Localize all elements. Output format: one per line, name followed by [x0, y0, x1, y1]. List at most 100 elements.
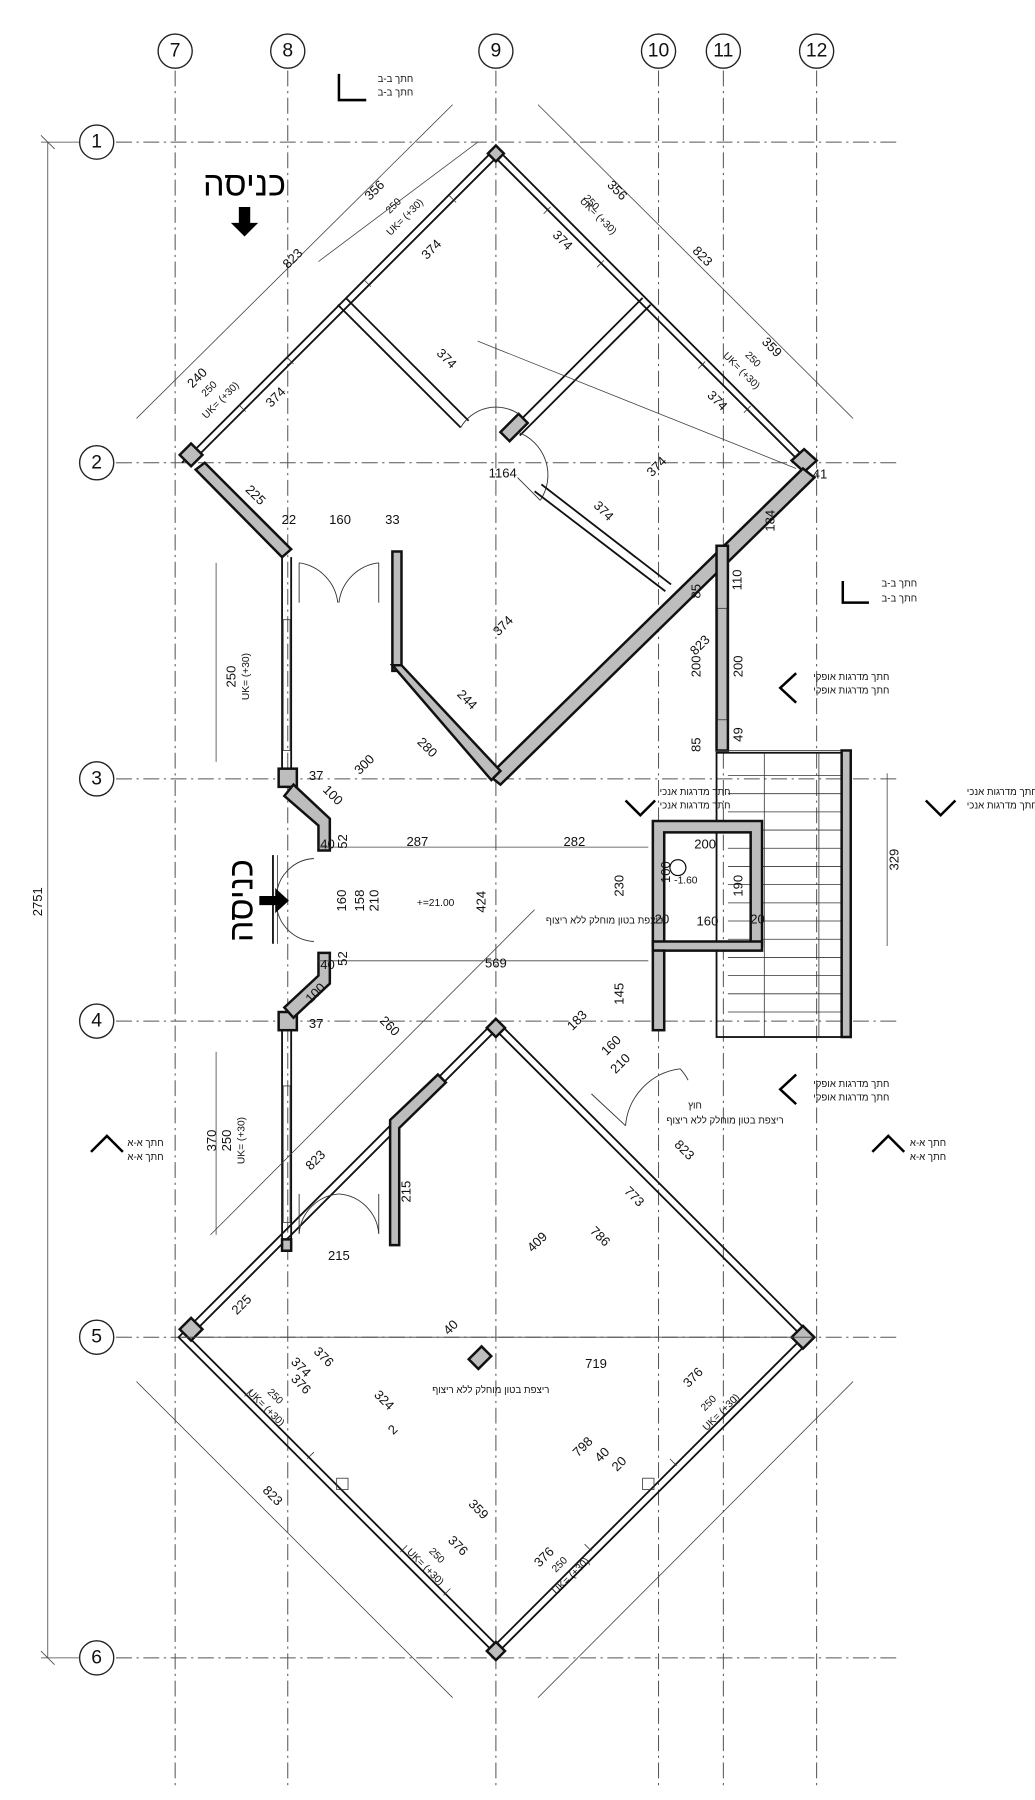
dim-569: 569 [485, 956, 507, 971]
dim-282: 282 [563, 834, 585, 849]
dim-20-right: 20 [609, 1453, 630, 1474]
dim-280: 280 [414, 734, 440, 760]
dim-230: 230 [611, 875, 626, 897]
dim-22: 22 [282, 512, 297, 527]
dim-1164: 1164 [489, 466, 517, 481]
dim-374-e: 374 [704, 387, 730, 413]
grid-bubble-row-6: 6 [78, 1640, 115, 1676]
dim-424: 424 [474, 891, 489, 913]
svg-text:חתך מדרגות אופקי: חתך מדרגות אופקי [813, 672, 889, 683]
north-room [177, 143, 819, 593]
svg-text:11: 11 [713, 41, 733, 62]
dim-359: 359 [759, 334, 785, 360]
svg-text:12: 12 [806, 41, 828, 62]
svg-text:3: 3 [91, 768, 102, 789]
section-marker-stairs-horizontal-bottom: חתך מדרגות אופקי חתך מדרגות אופקי [778, 1073, 889, 1106]
dimension-lines [136, 104, 888, 1698]
dim-100-top: 100 [320, 782, 346, 808]
grid-bubble-col-8: 8 [270, 33, 306, 69]
dim-49: 49 [731, 727, 746, 742]
dim-52-bottom: 52 [335, 951, 350, 966]
dim-37-bottom: 37 [309, 1016, 324, 1031]
dim-40-col: 40 [440, 1317, 461, 1338]
grid-bubble-col-7: 7 [157, 33, 193, 69]
middle-diagonal-wall [389, 466, 817, 787]
entrance-corridor [272, 557, 380, 1240]
dim-719: 719 [585, 1356, 607, 1371]
dim-374-f: 374 [643, 453, 669, 479]
dim-40-bottom: 40 [320, 957, 335, 972]
dim-37-top: 37 [309, 768, 324, 783]
grid-bubble-col-9: 9 [478, 33, 514, 69]
dim-374-a: 374 [418, 236, 444, 262]
svg-text:חתך מדרגות אופקי: חתך מדרגות אופקי [813, 1079, 889, 1090]
dim-210-entry: 210 [367, 890, 382, 912]
dim-374-h: 374 [490, 613, 516, 639]
svg-text:8: 8 [282, 41, 293, 62]
section-marker-bb-right: חתך ב-ב חתך ב-ב [841, 579, 917, 605]
overall-height-label: 2751 [30, 887, 45, 916]
svg-text:חתך מדרגות אנכי: חתך מדרגות אנכי [967, 800, 1035, 811]
slab-note-south: ריצפת בטון מוחלק ללא ריצוף [432, 1384, 549, 1396]
dim-33: 33 [385, 512, 400, 527]
entrance-arrow-top [230, 206, 259, 237]
svg-text:חתך ב-ב: חתך ב-ב [378, 74, 414, 85]
sill-lower-corridor: UK= (+30) [237, 1117, 248, 1164]
dim-823-top-right: 823 [690, 243, 716, 269]
dim-376-b: 376 [288, 1371, 314, 1397]
grid-bubble-col-11: 11 [705, 33, 742, 69]
dim-409: 409 [524, 1229, 550, 1255]
svg-text:חתך מדרגות אנכי: חתך מדרגות אנכי [660, 800, 731, 811]
pit-level-label: -1.60 [674, 876, 698, 887]
dim-160-top: 160 [329, 512, 351, 527]
dim-250-lower-corridor: 250 [219, 1130, 234, 1152]
dim-374-c: 374 [434, 345, 460, 371]
dim-376-d: 376 [445, 1533, 471, 1559]
dim-244: 244 [454, 687, 480, 713]
entrance-arrow-side [259, 888, 289, 914]
entrance-label-top: כניסה [203, 166, 286, 204]
grid-bubble-col-12: 12 [798, 33, 835, 69]
dim-215-horizontal: 215 [328, 1248, 350, 1263]
dim-190: 190 [731, 875, 746, 897]
dim-300: 300 [351, 751, 377, 777]
section-marker-aa-left: חתך א-א חתך א-א [90, 1134, 164, 1163]
svg-text:חתך מדרגות אופקי: חתך מדרגות אופקי [813, 686, 889, 697]
entrance-label-side: כניסה [222, 859, 260, 942]
section-marker-stairs-horizontal-top: חתך מדרגות אופקי חתך מדרגות אופקי [778, 672, 889, 704]
dim-250-corridor: 250 [223, 666, 238, 688]
dim-158: 158 [352, 890, 367, 912]
dim-160-pit: 160 [697, 914, 719, 929]
svg-text:חתך מדרגות אנכי: חתך מדרגות אנכי [967, 787, 1035, 798]
svg-text:6: 6 [91, 1647, 102, 1668]
svg-text:חתך א-א: חתך א-א [910, 1138, 946, 1149]
dim-184: 184 [763, 510, 778, 532]
dim-20-pit-right: 20 [750, 911, 765, 926]
annotations: כניסה כניסה +=21.00 ריצפת בטון מוחלק ללא… [90, 74, 1035, 1396]
svg-text:4: 4 [91, 1011, 102, 1032]
dim-100-pit: 100 [658, 861, 673, 883]
dim-41: 41 [813, 467, 828, 482]
dim-2-left: 2 [385, 1422, 401, 1438]
grid-column-bubbles: 7 8 9 10 11 12 [157, 33, 835, 69]
dim-200-b: 200 [731, 655, 746, 677]
dim-823-bottom: 823 [260, 1482, 286, 1508]
dim-374-b: 374 [550, 227, 576, 253]
slab-note-middle: ריצפת בטון מוחלק ללא ריצוף [546, 914, 663, 926]
dim-183: 183 [564, 1007, 590, 1033]
dim-40-top: 40 [320, 836, 335, 851]
svg-text:חתך ב-ב: חתך ב-ב [881, 594, 917, 605]
dim-160-entry: 160 [334, 890, 349, 912]
dim-376-a: 376 [311, 1344, 337, 1370]
dim-200-pit: 200 [694, 836, 716, 851]
svg-text:5: 5 [91, 1327, 102, 1348]
dim-329: 329 [887, 849, 902, 871]
dim-85-a: 85 [689, 584, 704, 599]
dim-356-left: 356 [361, 177, 387, 203]
grid-bubble-row-4: 4 [78, 1003, 115, 1039]
svg-text:2: 2 [91, 452, 102, 473]
svg-text:חתך א-א: חתך א-א [127, 1138, 163, 1149]
svg-text:חתך מדרגות אנכי: חתך מדרגות אנכי [660, 787, 731, 798]
